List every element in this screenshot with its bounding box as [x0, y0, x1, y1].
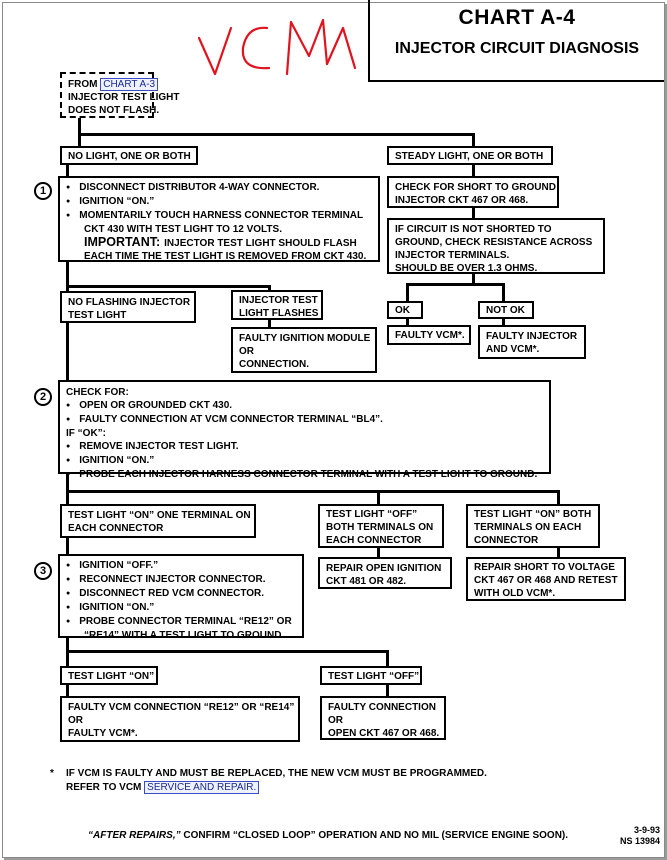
- faulty-ignition-box: FAULTY IGNITION MODULE OR CONNECTION.: [231, 327, 377, 373]
- connector-line: [66, 318, 69, 380]
- connector-line: [557, 490, 560, 504]
- footnote: * IF VCM IS FAULTY AND MUST BE REPLACED,…: [50, 767, 487, 795]
- no-flashing-box: NO FLASHING INJECTOR TEST LIGHT: [60, 291, 196, 323]
- step-2-marker: 2: [34, 388, 52, 406]
- test-light-on-box: TEST LIGHT “ON”: [60, 666, 158, 685]
- chart-title: CHART A-4: [458, 6, 576, 29]
- step-3-box: IGNITION “OFF.” RECONNECT INJECTOR CONNE…: [58, 554, 304, 641]
- start-box: FROM CHART A-3 INJECTOR TEST LIGHT DOES …: [60, 72, 180, 118]
- faulty-connection-box: FAULTY CONNECTION OR OPEN CKT 467 OR 468…: [320, 696, 446, 740]
- document-reference: 3-9-93 NS 13984: [612, 825, 660, 847]
- test-light-off-box: TEST LIGHT “OFF”: [320, 666, 422, 685]
- light-flashes-box: INJECTOR TEST LIGHT FLASHES: [231, 290, 323, 320]
- step-3-item: RECONNECT INJECTOR CONNECTOR.: [66, 573, 296, 587]
- connector-line: [66, 684, 69, 696]
- light-on-one-box: TEST LIGHT “ON” ONE TERMINAL ON EACH CON…: [60, 504, 256, 538]
- step-3-item: DISCONNECT RED VCM CONNECTOR.: [66, 587, 296, 601]
- connector-line: [472, 133, 475, 146]
- step-3-marker: 3: [34, 562, 52, 580]
- faulty-vcm-connection-box: FAULTY VCM CONNECTION “RE12” OR “RE14” O…: [60, 696, 300, 742]
- connector-line: [472, 272, 475, 284]
- footnote-line: IF VCM IS FAULTY AND MUST BE REPLACED, T…: [66, 768, 487, 779]
- not-ok-box: NOT OK: [478, 301, 534, 319]
- title-block: CHART A-4 INJECTOR CIRCUIT DIAGNOSIS: [368, 0, 664, 82]
- connector-line: [386, 650, 389, 666]
- connector-line: [386, 684, 389, 696]
- chart-a3-link[interactable]: CHART A-3: [100, 78, 159, 91]
- step-3-item: IGNITION “OFF.”: [66, 559, 296, 573]
- branch-no-light: NO LIGHT, ONE OR BOTH: [60, 146, 198, 165]
- connector-line: [557, 545, 560, 557]
- step-2-item: REMOVE INJECTOR TEST LIGHT.: [66, 440, 543, 454]
- connector-line: [472, 208, 475, 218]
- step-2-if-ok: IF “OK”:: [66, 428, 106, 439]
- connector-line: [406, 317, 409, 325]
- connector-line: [268, 317, 271, 327]
- step-2-item: PROBE EACH INJECTOR HARNESS CONNECTOR TE…: [66, 468, 543, 482]
- footer-note: “AFTER REPAIRS,” CONFIRM “CLOSED LOOP” O…: [88, 830, 568, 841]
- footnote-line: REFER TO VCM: [66, 782, 142, 793]
- faulty-injector-box: FAULTY INJECTOR AND VCM*.: [478, 325, 586, 359]
- connector-line: [377, 545, 380, 557]
- connector-line: [78, 118, 81, 146]
- important-text-cont: EACH TIME THE TEST LIGHT IS REMOVED FROM…: [84, 251, 367, 262]
- check-resistance-box: IF CIRCUIT IS NOT SHORTED TO GROUND, CHE…: [387, 218, 605, 274]
- connector-line: [406, 283, 504, 286]
- document-date: 3-9-93: [633, 825, 660, 835]
- step-2-header: CHECK FOR:: [66, 387, 129, 398]
- connector-line: [80, 133, 474, 136]
- important-text: INJECTOR TEST LIGHT SHOULD FLASH: [164, 238, 357, 249]
- connector-line: [66, 650, 389, 653]
- connector-line: [268, 285, 271, 291]
- start-prefix: FROM: [68, 79, 98, 90]
- step-1-item: IGNITION “ON.”: [66, 195, 372, 209]
- light-on-both-box: TEST LIGHT “ON” BOTH TERMINALS ON EACH C…: [466, 504, 600, 548]
- step-1-marker: 1: [34, 182, 52, 200]
- connector-line: [66, 474, 69, 504]
- footer-text: CONFIRM “CLOSED LOOP” OPERATION AND NO M…: [183, 830, 569, 841]
- connector-line: [502, 317, 505, 325]
- step-3-item-cont: “RE14” WITH A TEST LIGHT TO GROUND.: [84, 630, 285, 641]
- connector-line: [66, 538, 69, 554]
- footnote-star: *: [50, 768, 54, 779]
- step-3-item: PROBE CONNECTOR TERMINAL “RE12” OR: [66, 615, 296, 629]
- connector-line: [66, 490, 560, 493]
- connector-line: [502, 283, 505, 301]
- step-3-item: IGNITION “ON.”: [66, 601, 296, 615]
- document-code: NS 13984: [619, 836, 660, 846]
- ok-box: OK: [387, 301, 423, 319]
- step-2-item: FAULTY CONNECTION AT VCM CONNECTOR TERMI…: [66, 413, 543, 427]
- check-short-box: CHECK FOR SHORT TO GROUND INJECTOR CKT 4…: [387, 176, 559, 208]
- important-label: IMPORTANT:: [84, 235, 161, 249]
- start-line: INJECTOR TEST LIGHT: [68, 92, 180, 103]
- step-1-box: DISCONNECT DISTRIBUTOR 4-WAY CONNECTOR. …: [58, 176, 380, 262]
- start-line: DOES NOT FLASH.: [68, 105, 160, 116]
- faulty-vcm-box: FAULTY VCM*.: [387, 325, 471, 345]
- connector-line: [406, 283, 409, 301]
- connector-line: [66, 285, 271, 288]
- step-1-item-cont: CKT 430 WITH TEST LIGHT TO 12 VOLTS.: [84, 224, 282, 235]
- connector-line: [66, 638, 69, 666]
- step-2-item: OPEN OR GROUNDED CKT 430.: [66, 399, 543, 413]
- footer-italic: “AFTER REPAIRS,”: [88, 830, 181, 841]
- service-repair-link[interactable]: SERVICE AND REPAIR.: [144, 781, 260, 794]
- branch-steady-light: STEADY LIGHT, ONE OR BOTH: [387, 146, 553, 165]
- light-off-both-box: TEST LIGHT “OFF” BOTH TERMINALS ON EACH …: [318, 504, 444, 548]
- step-1-item: MOMENTARILY TOUCH HARNESS CONNECTOR TERM…: [66, 209, 372, 223]
- step-1-item: DISCONNECT DISTRIBUTOR 4-WAY CONNECTOR.: [66, 181, 372, 195]
- chart-subtitle: INJECTOR CIRCUIT DIAGNOSIS: [394, 40, 640, 57]
- step-2-box: CHECK FOR: OPEN OR GROUNDED CKT 430. FAU…: [58, 380, 551, 480]
- connector-line: [377, 490, 380, 504]
- repair-short-box: REPAIR SHORT TO VOLTAGE CKT 467 OR 468 A…: [466, 557, 626, 601]
- connector-line: [472, 164, 475, 176]
- handwritten-vcm-annotation: [197, 18, 357, 76]
- step-2-item: IGNITION “ON.”: [66, 454, 543, 468]
- repair-open-box: REPAIR OPEN IGNITION CKT 481 OR 482.: [318, 557, 452, 589]
